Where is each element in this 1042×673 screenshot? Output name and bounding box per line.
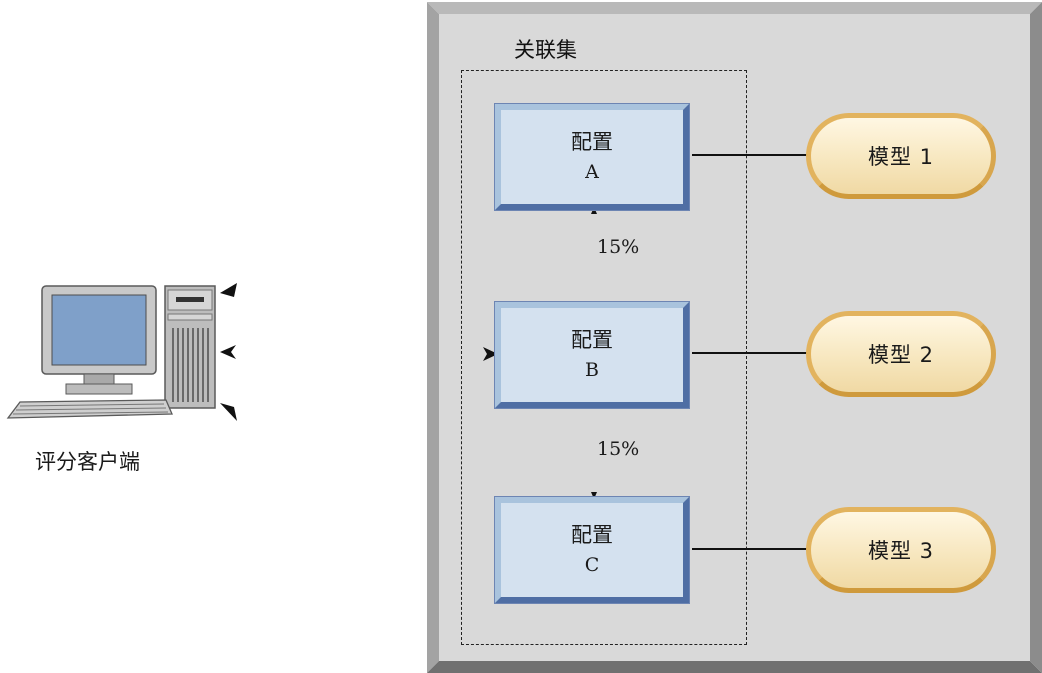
model-1-label: 模型 1 [867, 145, 935, 169]
scoring-client-label: 评分客户端 [35, 450, 140, 474]
client-arrow-left [220, 345, 236, 359]
config-box-c: 配置 C [495, 497, 689, 603]
arrow-right-to-b [483, 347, 498, 361]
collection-label: 关联集 [514, 38, 577, 62]
config-a-title: 配置 [571, 130, 613, 154]
model-pill-1: 模型 1 [806, 113, 996, 199]
arrow-down-to-c [591, 492, 597, 499]
model-2-label: 模型 2 [867, 343, 935, 367]
arrow-up-to-a [591, 207, 597, 214]
model-pill-3: 模型 3 [806, 507, 996, 593]
config-box-a: 配置 A [495, 104, 689, 210]
percent-label-b-c: 15% [597, 438, 640, 460]
config-a-letter: A [585, 161, 599, 183]
model-3-label: 模型 3 [867, 539, 935, 563]
config-b-letter: B [585, 359, 599, 381]
client-arrow-down [220, 403, 237, 421]
desktop-computer-icon [6, 285, 216, 419]
client-arrow-up [220, 283, 237, 297]
model-pill-2: 模型 2 [806, 311, 996, 397]
config-c-title: 配置 [571, 523, 613, 547]
config-b-title: 配置 [571, 328, 613, 352]
config-c-letter: C [584, 554, 600, 576]
config-box-b: 配置 B [495, 302, 689, 408]
percent-label-a-b: 15% [597, 236, 640, 258]
collection-boundary [461, 70, 747, 645]
